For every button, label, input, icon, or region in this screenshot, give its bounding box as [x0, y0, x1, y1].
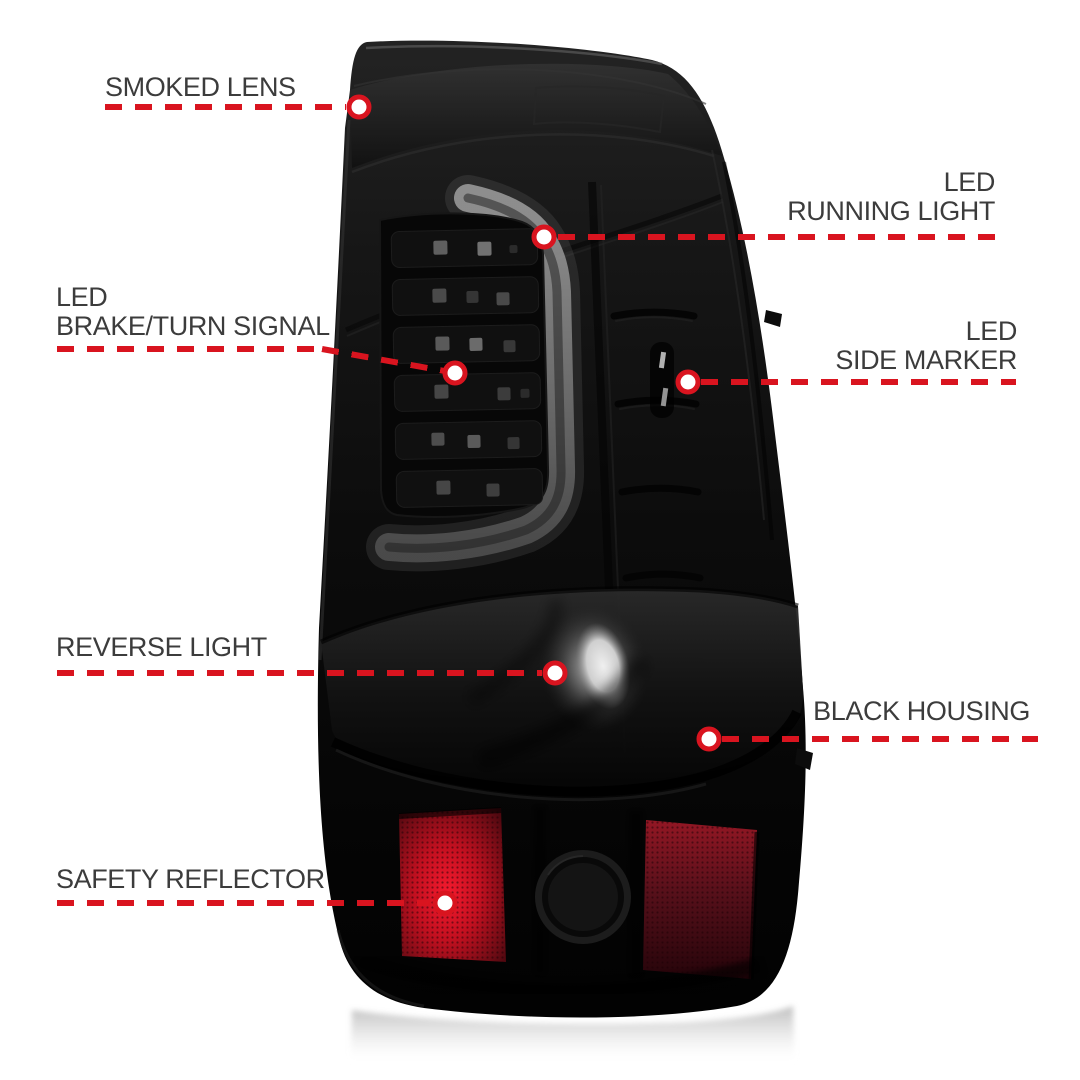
callout-marker-smoked-lens [346, 94, 372, 120]
callout-marker-brake-turn [442, 360, 468, 386]
callout-text: LED [56, 282, 108, 312]
callout-text: LED [943, 167, 996, 197]
reverse-band-bottom-lip [330, 709, 802, 797]
right-edge-seam-dark [722, 161, 774, 541]
lens-top-highlight [365, 44, 663, 66]
callout-text: BLACK HOUSING [813, 696, 1030, 726]
safety-reflector-left-edge [398, 807, 502, 819]
callout-label-black-housing: BLACK HOUSING [813, 697, 1030, 726]
callout-text: SAFETY REFLECTOR [56, 864, 325, 894]
callout-label-smoked-lens: SMOKED LENS [105, 73, 296, 102]
callout-line-black-housing [722, 736, 1038, 742]
top-recess-outline [532, 85, 666, 134]
safety-reflector-right-edge [748, 831, 760, 980]
led-side-marker [650, 342, 674, 418]
callout-marker-black-housing [696, 726, 722, 752]
callout-label-running-light: LED RUNNING LIGHT [787, 168, 995, 226]
led-chips [431, 240, 530, 497]
callout-text: SIDE MARKER [835, 345, 1017, 375]
callout-marker-side-marker [675, 369, 701, 395]
safety-reflector-left-texture [399, 808, 506, 962]
lens-seam-arc [351, 133, 715, 174]
callout-text: REVERSE LIGHT [56, 632, 267, 662]
callout-marker-running-light [531, 224, 557, 250]
callout-line-side-marker [701, 379, 1016, 385]
callout-label-reverse-light: REVERSE LIGHT [56, 633, 267, 662]
reflector-section [357, 806, 763, 999]
callout-text: RUNNING LIGHT [787, 196, 995, 226]
mounting-tab-upper [764, 310, 782, 327]
reverse-band-shadows [466, 598, 649, 769]
reverse-band-lip-highlight [335, 748, 707, 802]
callout-text: SMOKED LENS [105, 72, 296, 102]
safety-reflector-right-texture [643, 820, 757, 979]
center-socket-highlight [547, 855, 584, 876]
reverse-band-top-shadow [319, 586, 799, 645]
callout-line-reverse-light [57, 670, 542, 676]
callout-text: LED [965, 316, 1018, 346]
callout-marker-reverse-light [542, 660, 568, 686]
floor-reflection [350, 1006, 795, 1080]
callout-line-safety-reflector [57, 900, 431, 906]
left-edge-rim-light [318, 119, 351, 661]
right-edge-seam-light [711, 149, 765, 521]
bottom-left-rim [336, 929, 425, 1008]
callout-label-side-marker: LED SIDE MARKER [835, 317, 1017, 375]
center-socket-inner [542, 857, 624, 937]
led-brake-turn-array [366, 175, 585, 572]
callout-label-safety-reflector: SAFETY REFLECTOR [56, 865, 325, 894]
callout-line-brake-turn [57, 346, 322, 352]
reverse-light-section [319, 586, 804, 802]
lens-top-seam [353, 68, 707, 105]
callout-line-running-light [558, 234, 1002, 240]
mounting-tab-lower [795, 748, 813, 770]
bottom-inner-shadow [357, 952, 763, 999]
callout-line-smoked-lens [105, 104, 346, 110]
callout-label-brake-turn: LED BRAKE/TURN SIGNAL [56, 283, 330, 341]
callout-text: BRAKE/TURN SIGNAL [56, 311, 330, 341]
callout-marker-safety-reflector [432, 890, 458, 916]
